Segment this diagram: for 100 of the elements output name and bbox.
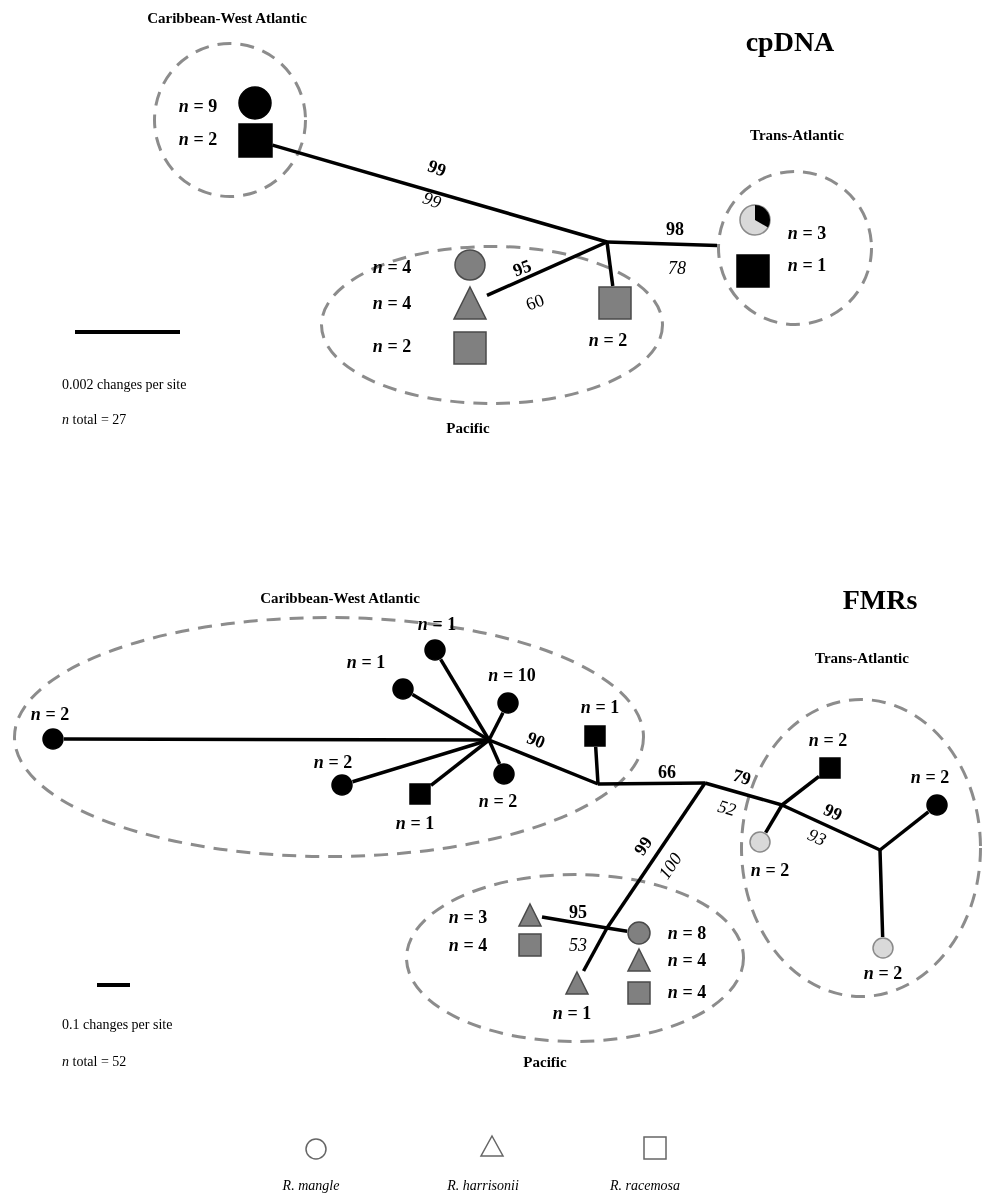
count-label: n = 3 [787,224,827,242]
branch-line [780,775,821,807]
support-value: 100 [655,849,685,883]
triangle-marker [518,903,542,927]
branch-line [606,926,628,933]
count-label: n = 4 [667,983,707,1001]
count-label: n = 9 [178,97,218,115]
panel-title: cpDNA [745,28,835,56]
scale-label: n total = 27 [62,413,127,427]
region-label: Pacific [446,420,490,436]
count-label: n = 2 [808,731,848,749]
circle-marker [493,763,515,785]
support-value: 99 [425,156,449,180]
square-marker [736,254,770,288]
count-label: n = 2 [372,337,412,355]
support-value: 95 [510,256,534,280]
branch-line [593,746,600,785]
region-ellipse [320,245,664,405]
branch-line [541,915,608,930]
circle-marker [454,249,486,281]
count-label: n = 1 [552,1004,592,1022]
count-label: n = 4 [372,258,412,276]
count-label: n = 1 [346,653,386,671]
region-label: Trans-Atlantic [815,650,909,666]
count-label: n = 2 [313,753,353,771]
support-value: 95 [569,903,587,921]
triangle-marker [453,286,487,320]
branch-line [605,241,615,287]
count-label: n = 2 [178,130,218,148]
triangle-marker [565,971,589,995]
branch-line [487,739,502,765]
region-label: Caribbean-West Atlantic [260,590,420,606]
count-label: n = 4 [448,936,488,954]
legend-label: R. racemosa [610,1179,680,1193]
panel-title: FMRs [842,586,918,614]
count-label: n = 2 [588,331,628,349]
legend-label: R. harrisonii [447,1179,519,1193]
support-value: 79 [730,765,754,789]
branch-line [878,810,930,852]
branch-line [439,658,491,741]
circle-marker [926,794,948,816]
count-label: n = 2 [750,861,790,879]
scale-label: 0.1 changes per site [62,1018,173,1032]
pie-marker [739,204,771,236]
support-value: 78 [668,259,686,277]
count-label: n = 2 [863,964,903,982]
count-label: n = 10 [488,666,536,684]
region-label: Trans-Atlantic [750,127,844,143]
branch-line [582,927,609,972]
circle-marker [392,678,414,700]
region-ellipse [717,170,873,326]
count-label: n = 8 [667,924,707,942]
support-value: 53 [569,936,587,954]
branch-line [486,240,608,298]
circle-marker [497,692,519,714]
square-marker [453,331,487,365]
circle-marker [749,831,771,853]
legend-label: R. mangle [282,1179,340,1193]
square-marker [237,122,273,158]
square-marker [598,286,632,320]
branch-line [878,849,885,938]
count-label: n = 4 [372,294,412,312]
square-marker [409,783,431,805]
support-value: 66 [658,763,676,781]
circle-marker [238,86,272,120]
count-label: n = 1 [580,698,620,716]
circle-marker [424,639,446,661]
count-label: n = 1 [417,616,457,633]
count-label: n = 2 [478,792,518,810]
square-marker [584,725,606,747]
circle-marker [627,921,651,945]
count-label: n = 2 [910,768,950,786]
scale-label: n total = 52 [62,1055,127,1069]
region-ellipse [153,42,307,198]
count-label: n = 4 [667,951,707,969]
triangle-marker [627,948,651,972]
support-value: 90 [524,728,548,752]
support-value: 99 [630,833,656,859]
branch-line [272,143,608,244]
support-value: 52 [715,796,739,820]
circle-marker [42,728,64,750]
support-value: 93 [805,825,829,849]
square-marker [819,757,841,779]
count-label: n = 3 [448,908,488,926]
branch-line [487,712,505,741]
support-value: 99 [821,800,845,824]
support-value: 98 [666,220,684,238]
support-value: 99 [420,188,444,212]
count-label: n = 1 [395,814,435,832]
region-label: Pacific [523,1054,567,1070]
count-label: n = 2 [30,705,70,723]
circle-marker [872,937,894,959]
square-marker [627,981,651,1005]
branch-line [606,240,718,248]
region-label: Caribbean-West Atlantic [147,10,307,26]
scale-label: 0.002 changes per site [62,378,187,392]
count-label: n = 1 [787,256,827,274]
circle-marker [331,774,353,796]
support-value: 60 [523,290,547,314]
square-marker [518,933,542,957]
